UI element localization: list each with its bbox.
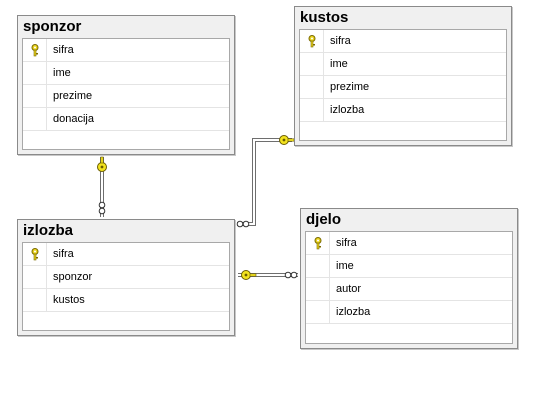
table-sponzor[interactable]: sponzor sifra ime prezime [17,15,235,155]
connector-line-outer [237,138,292,226]
column-row[interactable]: kustos [23,289,229,312]
key-icon [31,248,39,261]
key-icon [31,44,39,57]
column-row[interactable]: sifra [23,39,229,62]
table-title: djelo [306,211,342,228]
key-cell [23,39,47,61]
relationship-kustos-izlozba [236,135,295,228]
key-cell [23,243,47,265]
column-row[interactable]: sifra [306,232,512,255]
column-row[interactable]: sponzor [23,266,229,289]
column-name: donacija [53,113,94,125]
column-row[interactable]: prezime [300,76,506,99]
column-list: sifra ime prezime donacija [22,38,230,150]
column-name: ime [53,67,71,79]
key-cell [300,76,324,98]
key-cell [300,99,324,121]
key-cell [306,255,330,277]
key-icon [241,270,257,280]
key-cell [306,301,330,323]
column-row[interactable]: sifra [23,243,229,266]
column-list: sifra ime prezime izlozba [299,29,507,141]
key-cell [306,232,330,254]
column-name: ime [330,58,348,70]
column-row[interactable]: izlozba [306,301,512,324]
key-cell [300,53,324,75]
column-list: sifra ime autor izlozba [305,231,513,344]
key-icon [279,135,295,145]
column-row[interactable]: sifra [300,30,506,53]
column-row[interactable]: donacija [23,108,229,131]
table-title: sponzor [23,18,82,35]
column-name: sifra [336,237,357,249]
infinity-icon [236,220,250,228]
table-kustos[interactable]: kustos sifra ime prezime [294,6,512,146]
column-name: sifra [53,44,74,56]
infinity-icon [98,201,106,215]
key-cell [23,85,47,107]
key-cell [23,108,47,130]
column-name: izlozba [336,306,371,318]
key-icon [308,35,316,48]
column-row[interactable]: ime [23,62,229,85]
table-title: izlozba [23,222,74,239]
infinity-icon [284,271,298,279]
column-name: sponzor [53,271,93,283]
column-row[interactable]: izlozba [300,99,506,122]
connector-line-inner [237,139,292,225]
key-cell [306,278,330,300]
column-name: sifra [53,248,74,260]
key-cell [23,62,47,84]
relationship-sponzor-izlozba [97,156,107,217]
key-icon [314,237,322,250]
column-row[interactable]: ime [306,255,512,278]
column-row[interactable]: ime [300,53,506,76]
column-name: sifra [330,35,351,47]
relationship-izlozba-djelo [238,270,298,280]
column-name: kustos [53,294,85,306]
key-cell [300,30,324,52]
table-izlozba[interactable]: izlozba sifra sponzor kust [17,219,235,336]
key-icon [97,156,107,172]
key-cell [23,266,47,288]
column-name: izlozba [330,104,365,116]
table-djelo[interactable]: djelo sifra ime autor [300,208,518,349]
column-name: autor [336,283,362,295]
column-name: prezime [53,90,93,102]
key-cell [23,289,47,311]
column-row[interactable]: autor [306,278,512,301]
column-name: ime [336,260,354,272]
column-list: sifra sponzor kustos [22,242,230,331]
column-name: prezime [330,81,370,93]
table-title: kustos [300,9,349,26]
column-row[interactable]: prezime [23,85,229,108]
